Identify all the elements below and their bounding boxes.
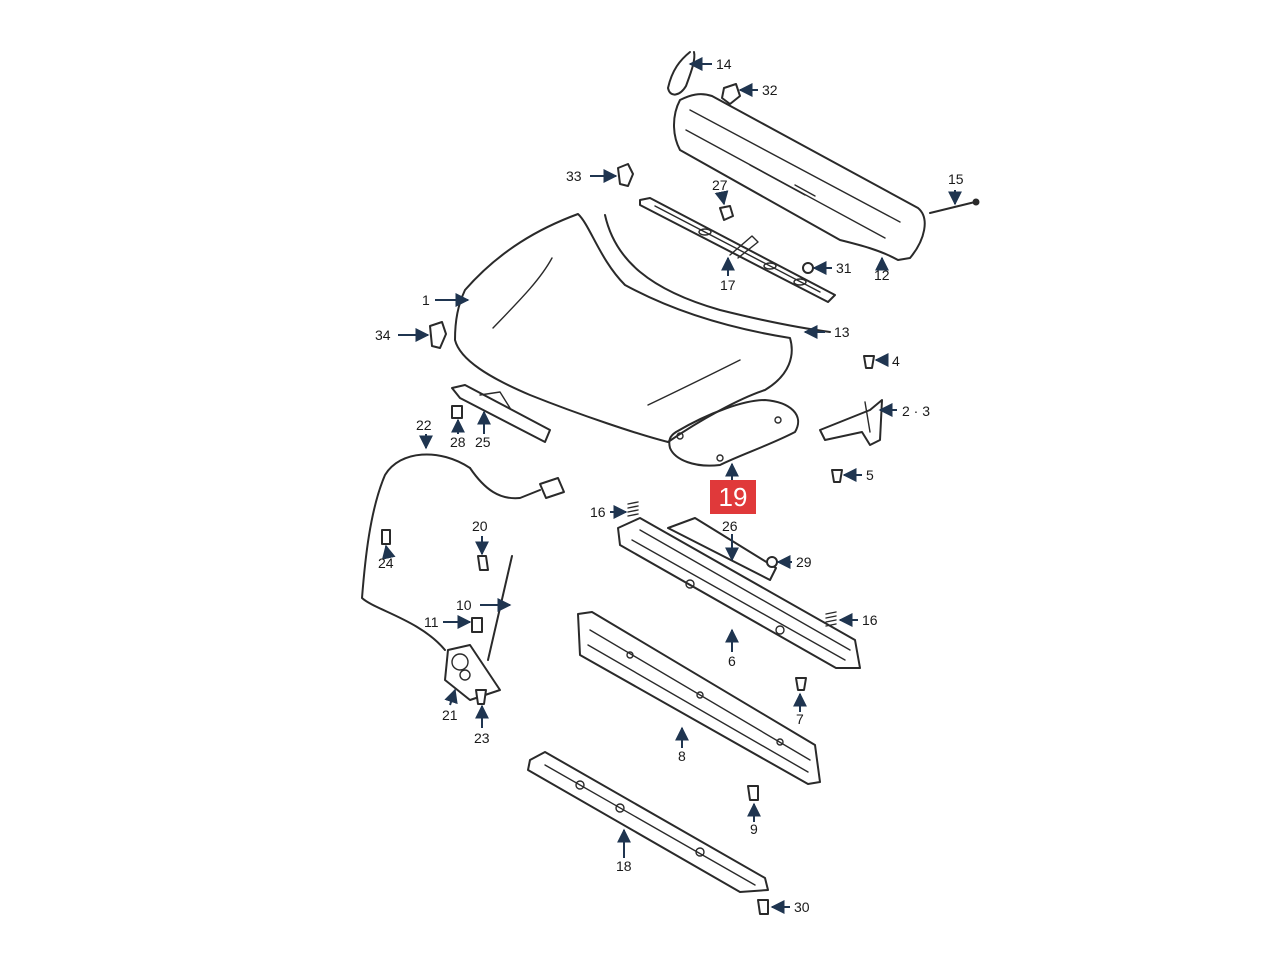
callout-16-lower: 16	[862, 612, 878, 628]
cowl-top-panel	[673, 93, 926, 261]
hood-support-rod	[487, 555, 513, 661]
hood-latch	[444, 644, 501, 701]
hood-weatherstrip	[604, 214, 831, 333]
callout-8: 8	[678, 748, 686, 764]
callout-6: 6	[728, 653, 736, 669]
callout-32: 32	[762, 82, 778, 98]
hood-release-cable	[361, 453, 471, 651]
callout-15: 15	[948, 171, 964, 187]
callout-10: 10	[456, 597, 472, 613]
callout-29: 29	[796, 554, 812, 570]
cowl-bracket	[639, 197, 836, 303]
callout-34: 34	[375, 327, 391, 343]
callout-4: 4	[892, 353, 900, 369]
callout-33: 33	[566, 168, 582, 184]
front-lower-member	[527, 751, 769, 893]
callout-2-3: 2 · 3	[902, 403, 930, 419]
highlight-badge-19[interactable]: 19	[710, 480, 756, 514]
callout-23: 23	[474, 730, 490, 746]
callout-31: 31	[836, 260, 852, 276]
leader-lines	[381, 57, 962, 914]
hood-hinge	[819, 399, 883, 446]
callout-7: 7	[796, 711, 804, 727]
highlight-label: 19	[719, 482, 748, 512]
callout-27: 27	[712, 177, 728, 193]
wiper-rod	[929, 201, 976, 214]
callout-28: 28	[450, 434, 466, 450]
fasteners	[381, 83, 875, 915]
callout-26: 26	[722, 518, 738, 534]
callout-17: 17	[720, 277, 736, 293]
hood-panel	[454, 213, 793, 443]
callout-21: 21	[442, 707, 458, 723]
cowl-seal-strip	[667, 51, 696, 96]
callout-25: 25	[475, 434, 491, 450]
callout-11: 11	[424, 614, 439, 630]
callout-1: 1	[422, 292, 430, 308]
callout-labels: 14 32 33 27 15 31 12 17 1 13 34 4 2 · 3 …	[375, 56, 964, 915]
front-reinforcement	[577, 611, 821, 785]
radiator-support-upper	[617, 517, 861, 669]
callout-30: 30	[794, 899, 810, 915]
hood-insulator	[668, 399, 800, 467]
callout-5: 5	[866, 467, 874, 483]
callout-14: 14	[716, 56, 732, 72]
callout-16-upper: 16	[590, 504, 606, 520]
hood-lock-bracket	[451, 384, 551, 443]
callout-13: 13	[834, 324, 850, 340]
callout-9: 9	[750, 821, 758, 837]
highlight-box	[710, 480, 756, 514]
callout-24: 24	[378, 555, 394, 571]
front-upper-cover	[667, 517, 777, 581]
callout-22: 22	[416, 417, 432, 433]
callout-20: 20	[472, 518, 488, 534]
callout-12: 12	[874, 267, 890, 283]
callout-18: 18	[616, 858, 632, 874]
